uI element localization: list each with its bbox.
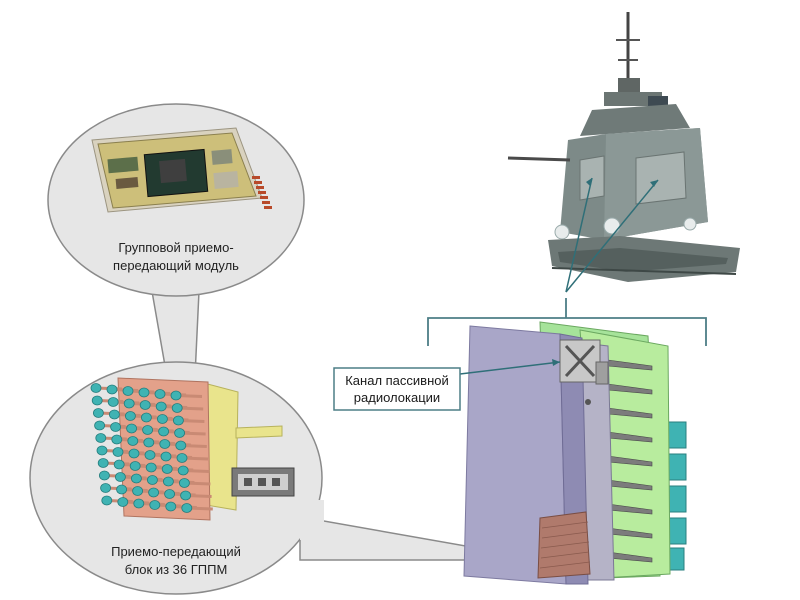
tr-block-callout: Приемо-передающий блок из 36 ГППМ xyxy=(29,361,546,595)
passive-channel-callout: Канал пассивной радиолокации xyxy=(333,359,561,411)
group-module-label-line1: Групповой приемо- xyxy=(118,240,233,255)
passive-channel-leader xyxy=(459,361,561,375)
radiator-element-grid xyxy=(90,383,213,513)
tr-block-label-line2: блок из 36 ГППМ xyxy=(125,562,228,577)
passive-channel-label-box xyxy=(333,367,461,411)
antenna-panel-assembly xyxy=(463,321,687,585)
passive-radar-channel-unit xyxy=(559,339,609,385)
connector-lines xyxy=(565,177,659,293)
tr-block-label-line1: Приемо-передающий xyxy=(111,544,241,559)
passive-channel-label-line2: радиолокации xyxy=(354,390,440,405)
tr-block-image xyxy=(90,377,295,521)
ship-mast-illustration xyxy=(507,12,740,282)
tr-module-board-image xyxy=(91,127,272,213)
group-module-callout: Групповой приемо- передающий модуль xyxy=(47,103,305,441)
passive-channel-label-line1: Канал пассивной xyxy=(345,373,449,388)
group-module-label-line2: передающий модуль xyxy=(113,258,239,273)
assembly-bracket xyxy=(427,298,707,346)
